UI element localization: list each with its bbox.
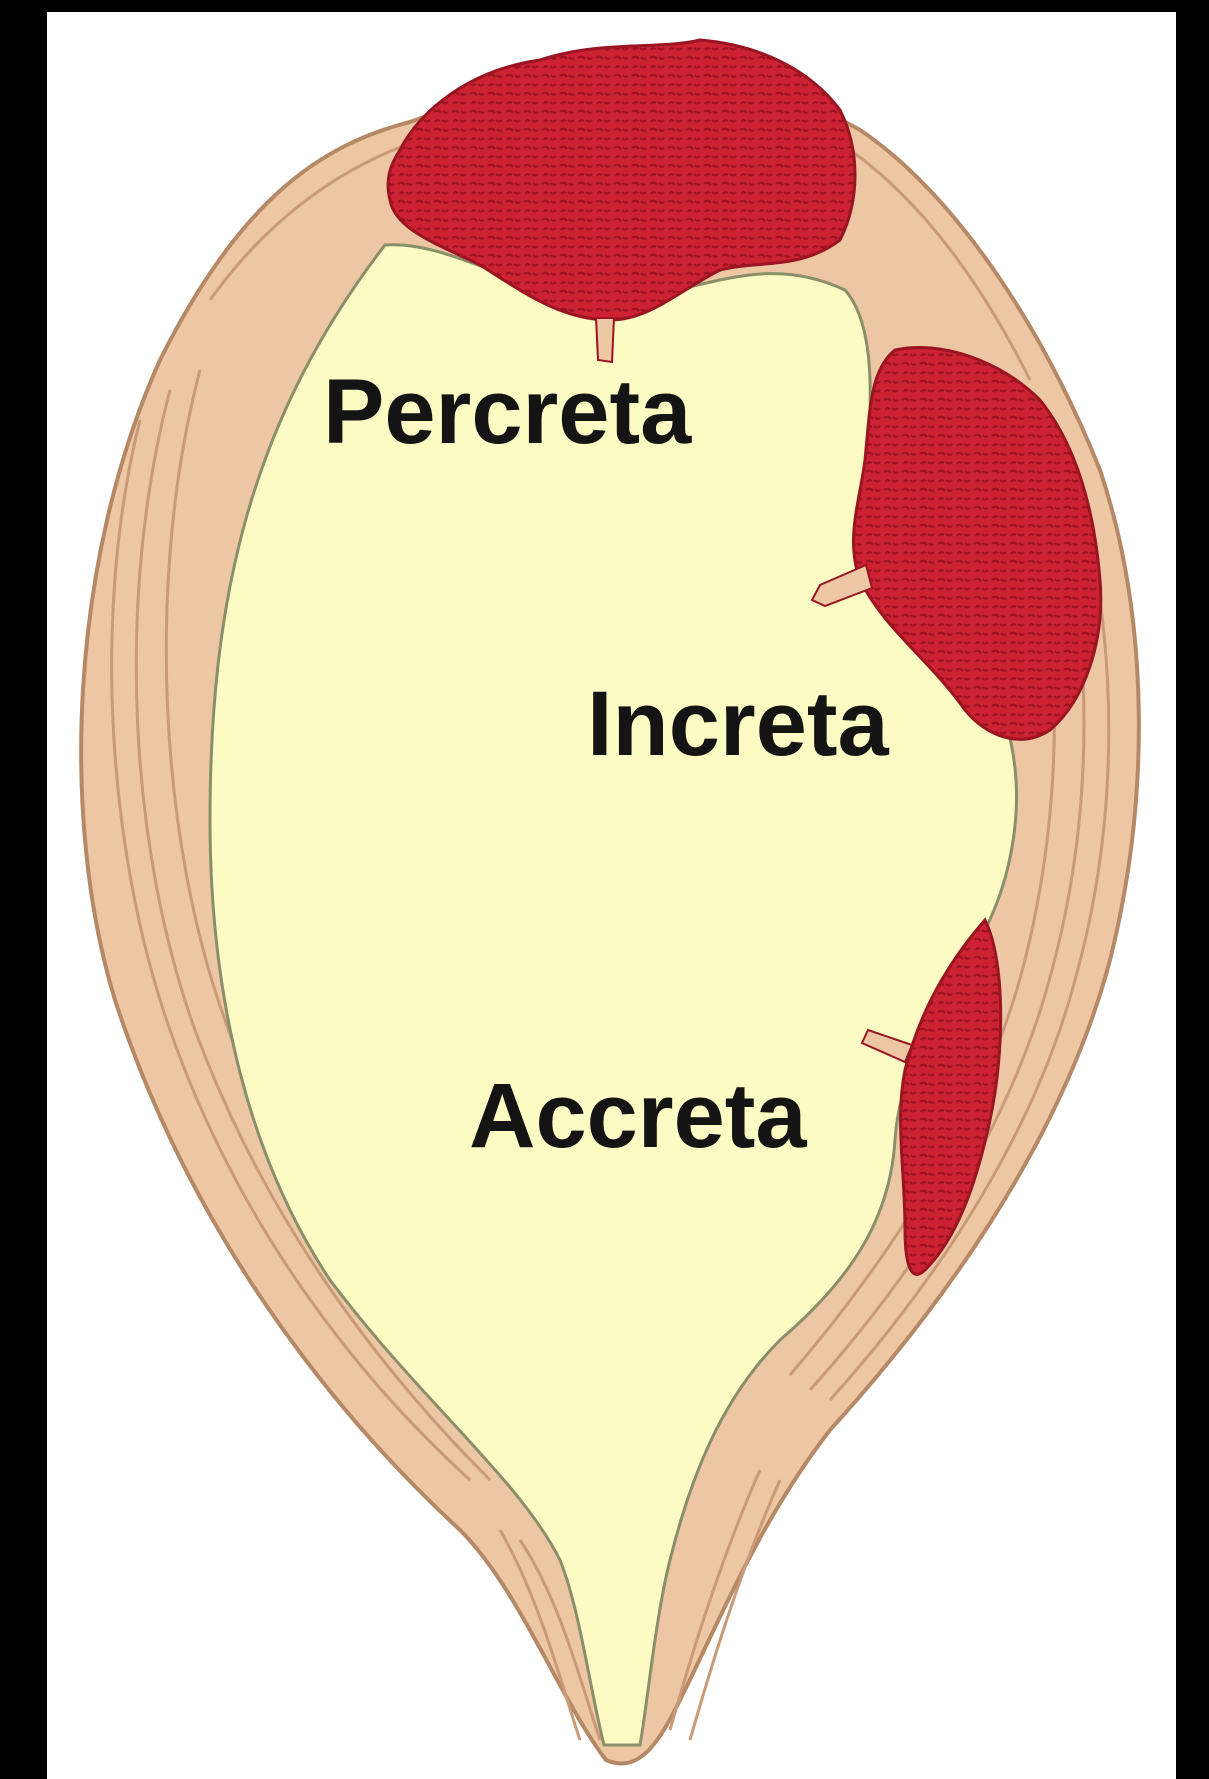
label-increta: Increta [587,673,890,775]
label-accreta: Accreta [469,1065,807,1167]
percreta-stalk [596,318,614,362]
label-percreta: Percreta [323,361,692,463]
